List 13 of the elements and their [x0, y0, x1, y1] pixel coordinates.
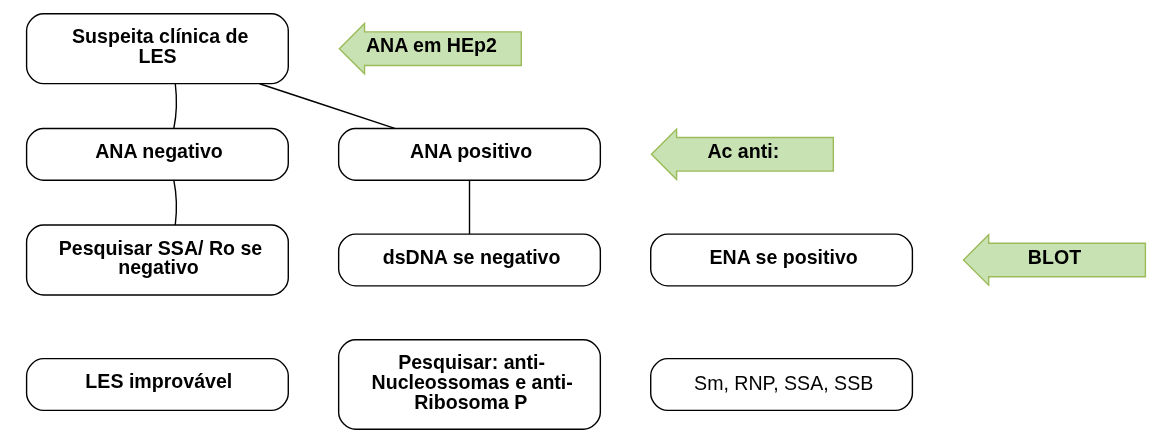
node-box: Suspeita clínica de LES	[25, 13, 289, 85]
node-box: ANA positivo	[337, 127, 602, 181]
node-box: ANA negativo	[25, 127, 289, 181]
node-box: Pesquisar SSA/ Ro se negativo	[25, 224, 289, 296]
node-box: dsDNA se negativo	[337, 233, 602, 287]
node-box: ENA se positivo	[650, 233, 914, 287]
connector	[173, 179, 178, 226]
node-box: LES improvável	[25, 357, 289, 412]
connector	[468, 179, 471, 235]
connector	[258, 83, 396, 129]
node-box: Pesquisar: anti-Nucleossomas e anti-Ribosoma P	[337, 339, 602, 430]
node-box: Sm, RNP, SSA, SSB	[650, 357, 914, 412]
connector	[173, 83, 178, 129]
